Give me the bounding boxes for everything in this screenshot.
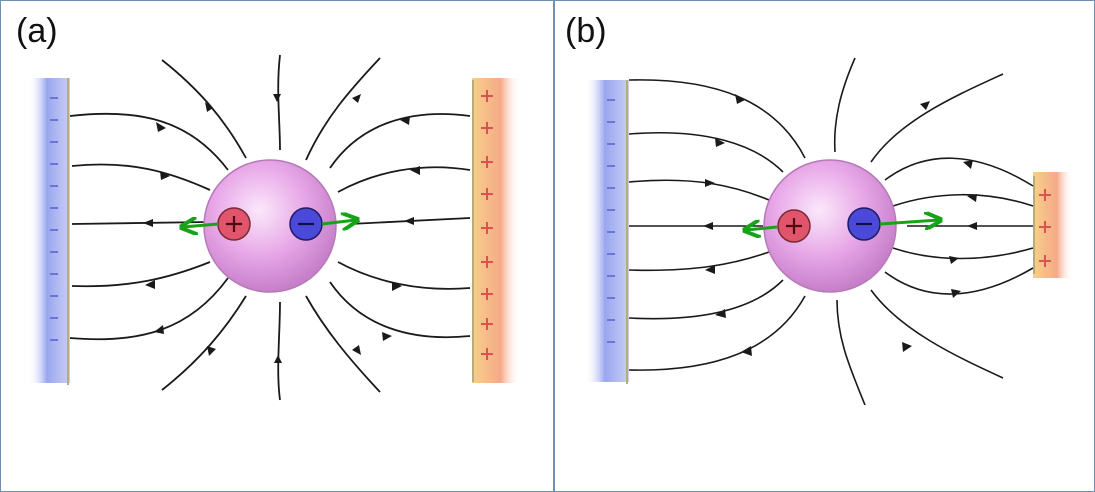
positive-plate-b [1033, 172, 1073, 278]
panel-b: (b) [555, 0, 1095, 492]
panel-label-a: (a) [16, 12, 58, 50]
minus-signs-a [50, 97, 58, 341]
positive-charge-a [217, 207, 251, 241]
diagram-b [585, 57, 1073, 406]
sphere-b [763, 159, 897, 293]
force-arrow-right-a [321, 220, 356, 224]
plus-signs-a [481, 90, 493, 360]
panel-label-b: (b) [565, 12, 607, 50]
field-arrowheads-a [143, 94, 420, 363]
diagram-a [28, 54, 520, 401]
positive-charge-b [777, 209, 811, 243]
panel-a: (a) [16, 12, 520, 401]
negative-charge-a [289, 207, 323, 241]
force-arrow-left-b [746, 227, 778, 230]
field-arrowheads-b [703, 94, 977, 356]
panel-divider [553, 0, 555, 492]
force-arrow-right-b [879, 220, 939, 224]
plus-signs-b [1039, 189, 1051, 267]
minus-signs-b [607, 99, 615, 343]
force-arrow-left-a [183, 224, 219, 227]
positive-plate-a [472, 78, 520, 383]
negative-charge-b [847, 207, 881, 241]
negative-plate-a [28, 78, 70, 383]
